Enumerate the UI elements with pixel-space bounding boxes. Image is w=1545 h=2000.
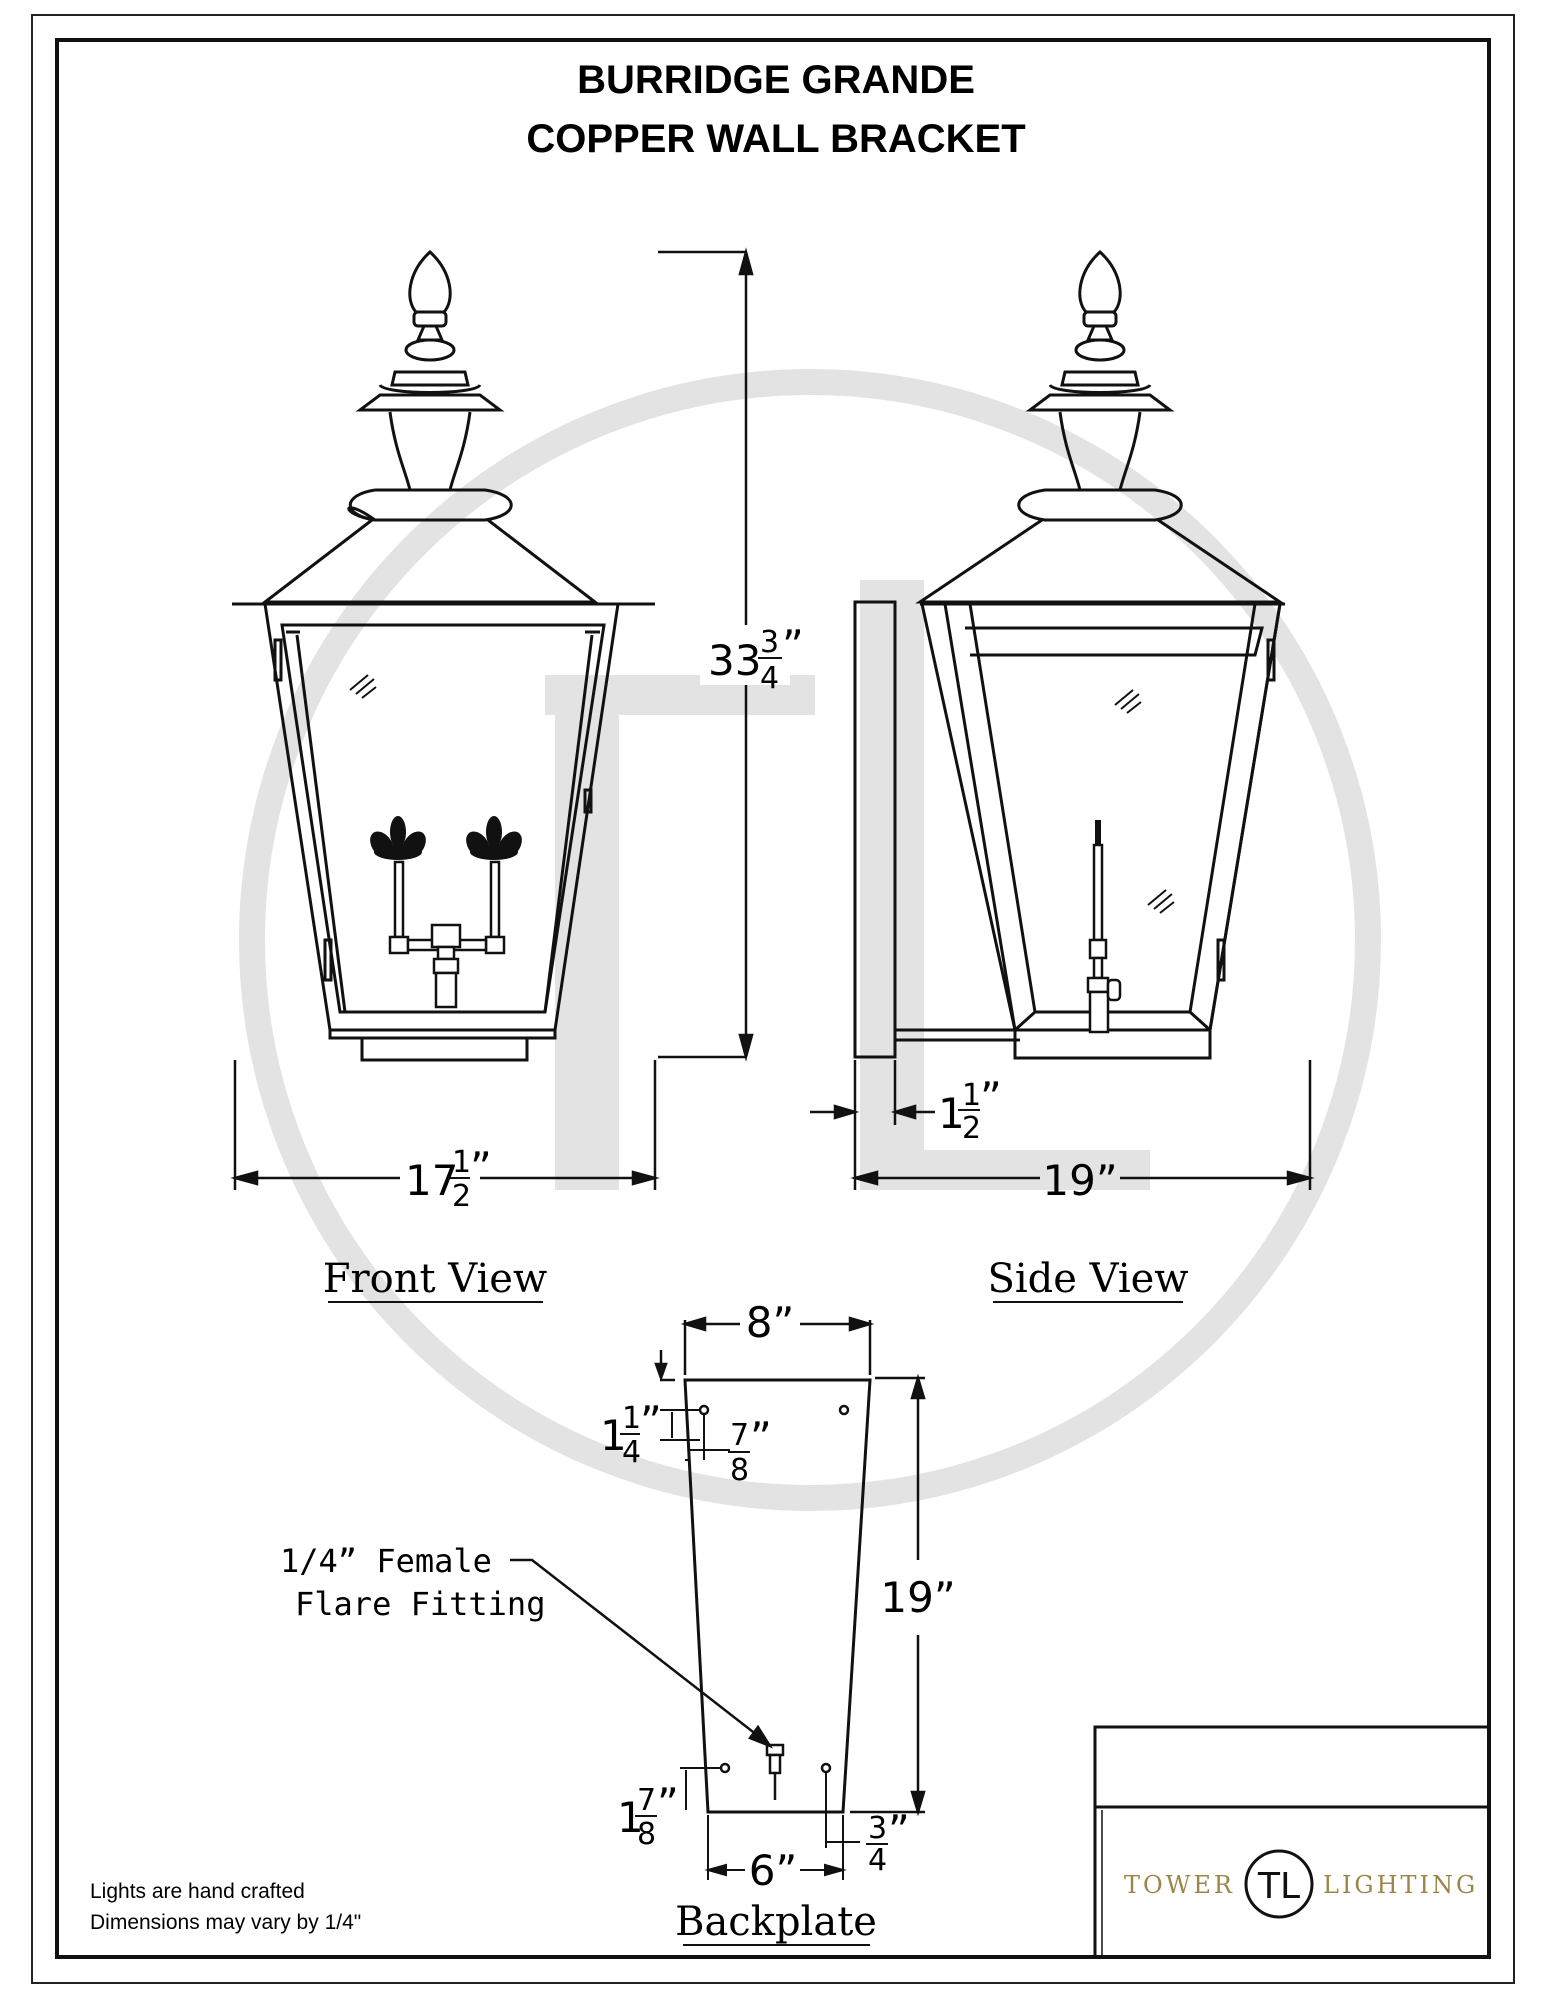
side-offset-num: 1	[962, 1078, 981, 1113]
side-offset-whole: 1	[938, 1089, 965, 1138]
brand-left: TOWER	[1124, 1871, 1235, 1899]
side-hole-inch: ”	[750, 1413, 772, 1462]
bottom-side-hole-den: 4	[868, 1843, 887, 1878]
top-hole-num: 1	[622, 1401, 641, 1436]
front-burner-assembly	[370, 816, 522, 1009]
side-view-label: Side View	[987, 1256, 1188, 1302]
top-hole-inch: ”	[640, 1397, 662, 1446]
bottom-side-hole-inch: ”	[888, 1806, 910, 1855]
title-block	[1093, 1725, 1491, 1959]
backplate-height-value: 19”	[880, 1573, 955, 1622]
side-depth-dimension	[850, 1060, 1315, 1190]
backplate-holes	[698, 1404, 850, 1774]
side-offset-dimension	[810, 1060, 935, 1190]
bottom-hole-num: 7	[637, 1783, 656, 1818]
bottom-hole-whole: 1	[617, 1793, 644, 1842]
backplate-label: Backplate	[675, 1899, 877, 1945]
bottom-side-hole-num: 3	[868, 1811, 887, 1846]
flare-fitting	[765, 1743, 785, 1800]
callout-leader	[510, 1558, 774, 1749]
front-width-inch: ”	[470, 1143, 492, 1192]
note-line-1: Lights are hand crafted	[90, 1880, 305, 1903]
brand-monogram: TL	[1257, 1866, 1300, 1907]
title-line-2: COPPER WALL BRACKET	[526, 117, 1025, 161]
backplate-height-dimension	[850, 1373, 926, 1817]
brand-right: LIGHTING	[1323, 1871, 1478, 1899]
front-width-num: 1	[452, 1145, 471, 1180]
side-view-lantern	[853, 249, 1285, 1060]
bottom-hole-dimensions	[680, 1767, 860, 1880]
callout-line-1: 1/4” Female	[280, 1542, 492, 1580]
top-hole-dimensions	[660, 1409, 730, 1461]
front-view-label: Front View	[323, 1256, 547, 1302]
side-offset-den: 2	[962, 1111, 981, 1146]
note-line-2: Dimensions may vary by 1/4"	[90, 1911, 361, 1934]
backplate-top-dimension	[654, 1316, 875, 1382]
backplate-top-value: 8”	[746, 1298, 794, 1347]
backplate-bottom-value: 6”	[749, 1846, 797, 1895]
tl-watermark	[239, 369, 1381, 1511]
side-hole-den: 8	[730, 1453, 749, 1488]
top-hole-den: 4	[622, 1435, 641, 1470]
front-width-whole: 17	[405, 1156, 458, 1205]
side-burner-assembly	[1086, 820, 1122, 1034]
outer-border	[31, 14, 1515, 1984]
side-offset-inch: ”	[980, 1073, 1002, 1122]
side-hole-num: 7	[730, 1418, 749, 1453]
top-hole-whole: 1	[600, 1411, 627, 1460]
title-line-1: BURRIDGE GRANDE	[577, 58, 975, 102]
inner-border	[55, 38, 1491, 1959]
side-depth-value: 19”	[1042, 1156, 1117, 1205]
height-whole: 33	[708, 636, 761, 685]
bottom-hole-den: 8	[637, 1817, 656, 1852]
callout-line-2: Flare Fitting	[295, 1585, 545, 1623]
backplate-outline	[683, 1378, 872, 1814]
height-den: 4	[760, 661, 779, 696]
bottom-hole-inch: ”	[657, 1779, 679, 1828]
height-num: 3	[760, 625, 779, 660]
front-width-den: 2	[452, 1179, 471, 1214]
height-inch: ”	[782, 621, 804, 670]
front-view-lantern	[232, 249, 655, 1062]
front-width-dimension	[230, 1060, 660, 1190]
